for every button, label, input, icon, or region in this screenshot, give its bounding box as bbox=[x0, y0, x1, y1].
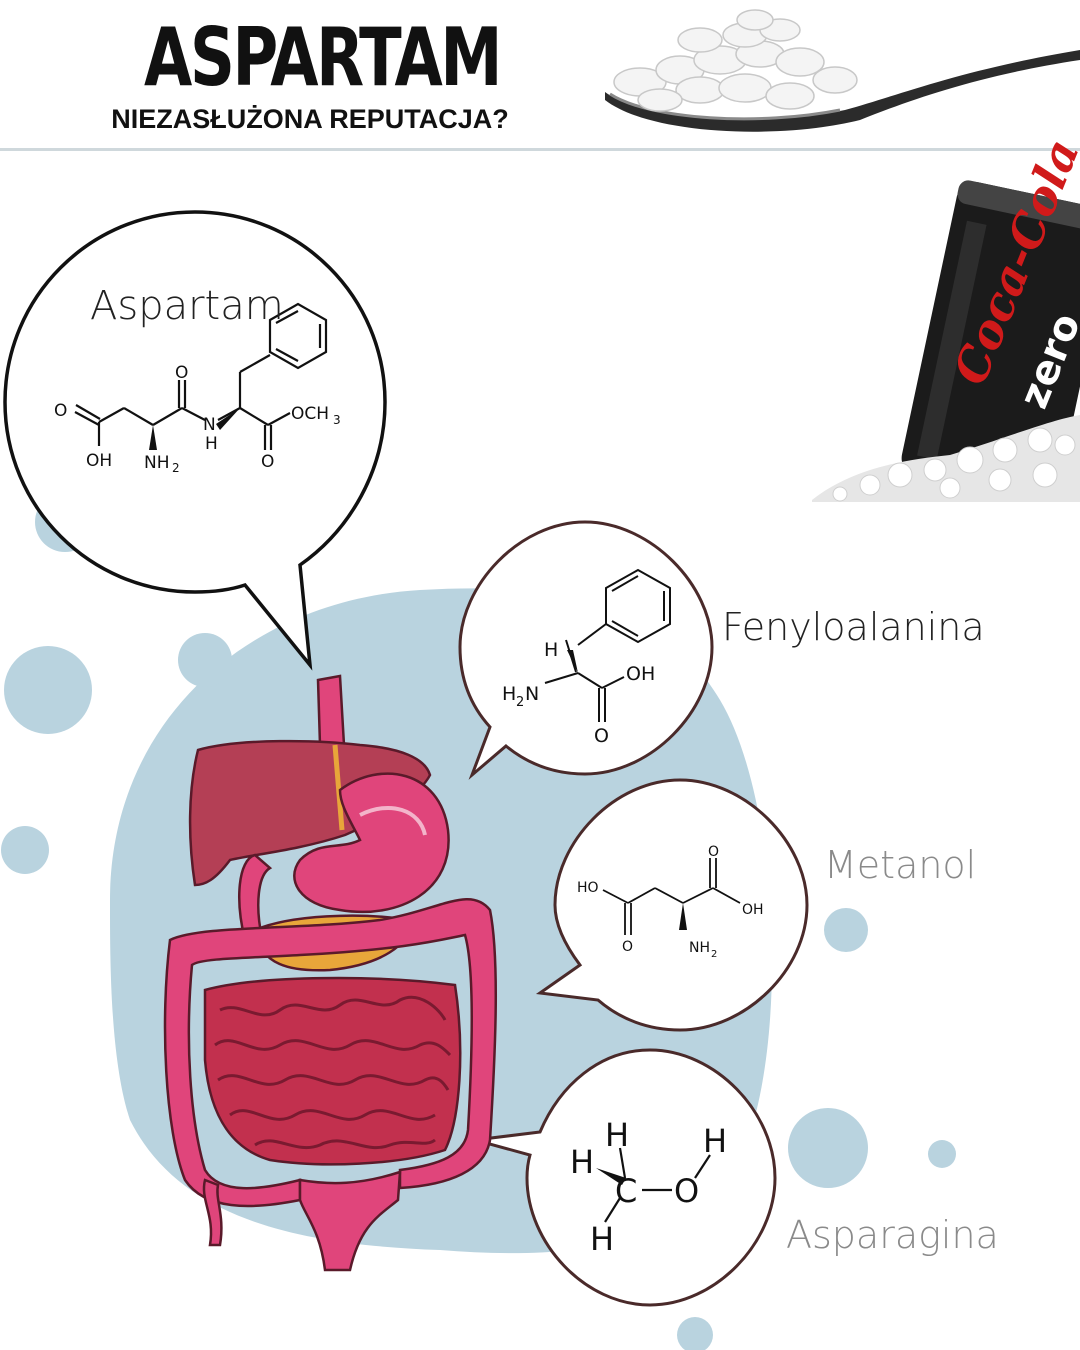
atom-label: O bbox=[674, 1172, 699, 1210]
page-subtitle: NIEZASŁUŻONA REPUTACJA? bbox=[111, 104, 509, 134]
atom-label: 2 bbox=[172, 461, 180, 475]
header-divider bbox=[0, 148, 1080, 151]
phenylalanine-bubble bbox=[458, 520, 714, 780]
atom-label: H bbox=[703, 1122, 727, 1160]
atom-label: OCH bbox=[291, 404, 329, 424]
metanol-label: Metanol bbox=[824, 843, 977, 887]
aspartic-bubble bbox=[535, 778, 809, 1032]
atom-label: H bbox=[570, 1143, 594, 1181]
atom-label: NH bbox=[144, 453, 170, 473]
atom-label: O bbox=[261, 452, 274, 472]
atom-label: 2 bbox=[711, 949, 717, 960]
atom-label: H bbox=[590, 1220, 614, 1258]
atom-label: N bbox=[525, 683, 539, 705]
dot bbox=[788, 1108, 868, 1188]
dot bbox=[928, 1140, 956, 1168]
page-title: ASPARTAM bbox=[144, 11, 503, 104]
atom-label: HO bbox=[577, 880, 599, 896]
aspartame-label: Aspartam bbox=[90, 283, 284, 329]
digestive-system bbox=[163, 674, 498, 1272]
atom-label: OH bbox=[86, 451, 112, 471]
dot bbox=[824, 908, 868, 952]
dot bbox=[1, 826, 49, 874]
sugar-spoon bbox=[598, 0, 1080, 145]
atom-label: O bbox=[622, 939, 633, 955]
atom-label: NH bbox=[689, 940, 710, 956]
coca-cola-zero-can: Coca-Cola zero bbox=[812, 132, 1080, 502]
atom-label: H bbox=[205, 434, 218, 454]
dot bbox=[4, 646, 92, 734]
atom-label: OH bbox=[742, 902, 764, 918]
fenyloalanina-label: Fenyloalanina bbox=[722, 605, 985, 649]
phenylalanine-structure bbox=[544, 568, 671, 722]
aspartic-structure bbox=[602, 858, 741, 935]
dot bbox=[677, 1317, 713, 1350]
atom-label: H bbox=[502, 683, 516, 705]
atom-label: H bbox=[605, 1116, 629, 1154]
atom-label: O bbox=[708, 844, 719, 860]
atom-label: O bbox=[594, 725, 609, 747]
atom-label: C bbox=[615, 1172, 637, 1210]
atom-label: O bbox=[54, 401, 67, 421]
atom-label: 3 bbox=[333, 413, 341, 427]
atom-label: OH bbox=[626, 663, 655, 685]
asparagina-label: Asparagina bbox=[786, 1213, 999, 1257]
atom-label: H bbox=[544, 639, 558, 661]
methanol-structure bbox=[596, 1147, 711, 1223]
aspartame-structure bbox=[74, 302, 328, 450]
atom-label: 2 bbox=[516, 695, 524, 710]
dot bbox=[178, 633, 232, 687]
atom-label: N bbox=[203, 415, 216, 435]
atom-label: O bbox=[175, 363, 188, 383]
aspartame-bubble bbox=[3, 210, 387, 671]
